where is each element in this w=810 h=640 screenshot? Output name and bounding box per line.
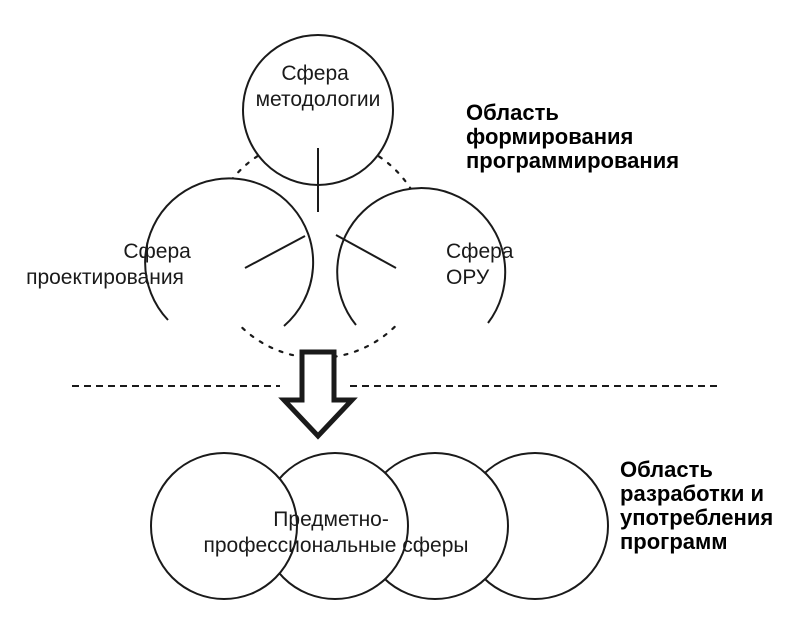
design-label: Сфера проектирования	[26, 240, 197, 289]
professional-spheres-line1: Предметно-	[273, 508, 389, 531]
development-region-label: Область разработки и употребления програ…	[620, 457, 779, 554]
oru-label-line2: ОРУ	[446, 266, 490, 289]
oru-sphere-circle	[336, 187, 507, 326]
professional-spheres-label: Предметно- профессиональные сферы	[203, 508, 468, 557]
development-region-line4: программ	[620, 529, 728, 554]
down-arrow-icon	[278, 349, 358, 440]
development-region-line2: разработки и	[620, 481, 764, 506]
development-region-line1: Область	[620, 457, 713, 482]
formation-region-line2: формирования	[466, 124, 633, 149]
methodology-label-line2: методологии	[256, 88, 381, 111]
design-label-line1: Сфера	[123, 240, 191, 263]
design-connector	[244, 235, 306, 269]
design-label-line2: проектирования	[26, 266, 184, 289]
formation-region-label: Область формирования программирования	[466, 100, 679, 173]
formation-region-line1: Область	[466, 100, 559, 125]
professional-sphere-1	[150, 452, 298, 600]
methodology-label: Сфера методологии	[256, 62, 381, 111]
professional-spheres-line2: профессиональные сферы	[203, 534, 468, 557]
oru-label-line1: Сфера	[446, 240, 514, 263]
oru-label: Сфера ОРУ	[446, 240, 519, 289]
formation-region-line3: программирования	[466, 148, 679, 173]
oru-connector	[335, 234, 397, 269]
development-region-line3: употребления	[620, 505, 773, 530]
methodology-label-line1: Сфера	[281, 62, 349, 85]
design-sphere-circle	[144, 177, 315, 327]
